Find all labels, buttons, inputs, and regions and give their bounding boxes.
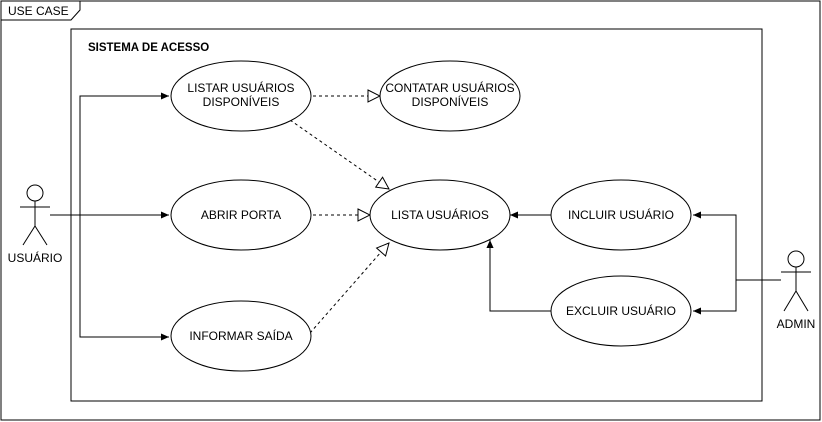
use-case-contatar-line2: DISPONÍVEIS — [412, 94, 489, 109]
actor-admin-label: ADMIN — [777, 317, 816, 331]
assoc-admin-incluir — [693, 211, 781, 281]
use-case-lista-usuarios[interactable]: LISTA USUÁRIOS — [369, 179, 511, 251]
admin-associations — [693, 211, 781, 315]
use-case-lista-usuarios-label: LISTA USUÁRIOS — [391, 207, 489, 222]
usuario-associations — [50, 92, 169, 341]
lista-relations — [486, 211, 551, 312]
relation-excluir-lista — [486, 240, 551, 312]
use-case-incluir-usuario-label: INCLUIR USUÁRIO — [568, 207, 674, 222]
use-case-informar-saida[interactable]: INFORMAR SAÍDA — [170, 300, 312, 372]
actor-usuario[interactable]: USUÁRIO — [8, 184, 63, 265]
use-case-listar[interactable]: LISTAR USUÁRIOS DISPONÍVEIS — [170, 60, 312, 132]
actor-admin[interactable]: ADMIN — [777, 250, 816, 331]
use-case-informar-saida-label: INFORMAR SAÍDA — [189, 328, 292, 343]
actor-usuario-label: USUÁRIO — [8, 250, 63, 265]
use-case-excluir-usuario-label: EXCLUIR USUÁRIO — [566, 303, 676, 318]
use-case-abrir-porta-label: ABRIR PORTA — [201, 208, 281, 222]
dependency-arrows — [289, 96, 389, 334]
use-case-contatar-line1: CONTATAR USUÁRIOS — [385, 80, 514, 95]
use-case-incluir-usuario[interactable]: INCLUIR USUÁRIO — [550, 179, 692, 251]
use-case-abrir-porta[interactable]: ABRIR PORTA — [170, 179, 312, 251]
use-case-listar-line2: DISPONÍVEIS — [203, 94, 280, 109]
assoc-admin-excluir — [693, 280, 737, 315]
use-case-contatar[interactable]: CONTATAR USUÁRIOS DISPONÍVEIS — [379, 60, 521, 132]
use-case-listar-line1: LISTAR USUÁRIOS — [187, 80, 294, 95]
assoc-usuario-informar — [79, 215, 169, 341]
system-label: SISTEMA DE ACESSO — [88, 42, 209, 54]
dependency-listar-lista — [289, 119, 389, 189]
dependency-informar-lista — [309, 243, 389, 334]
use-case-excluir-usuario[interactable]: EXCLUIR USUÁRIO — [550, 275, 692, 347]
frame-label: USE CASE — [8, 4, 69, 18]
